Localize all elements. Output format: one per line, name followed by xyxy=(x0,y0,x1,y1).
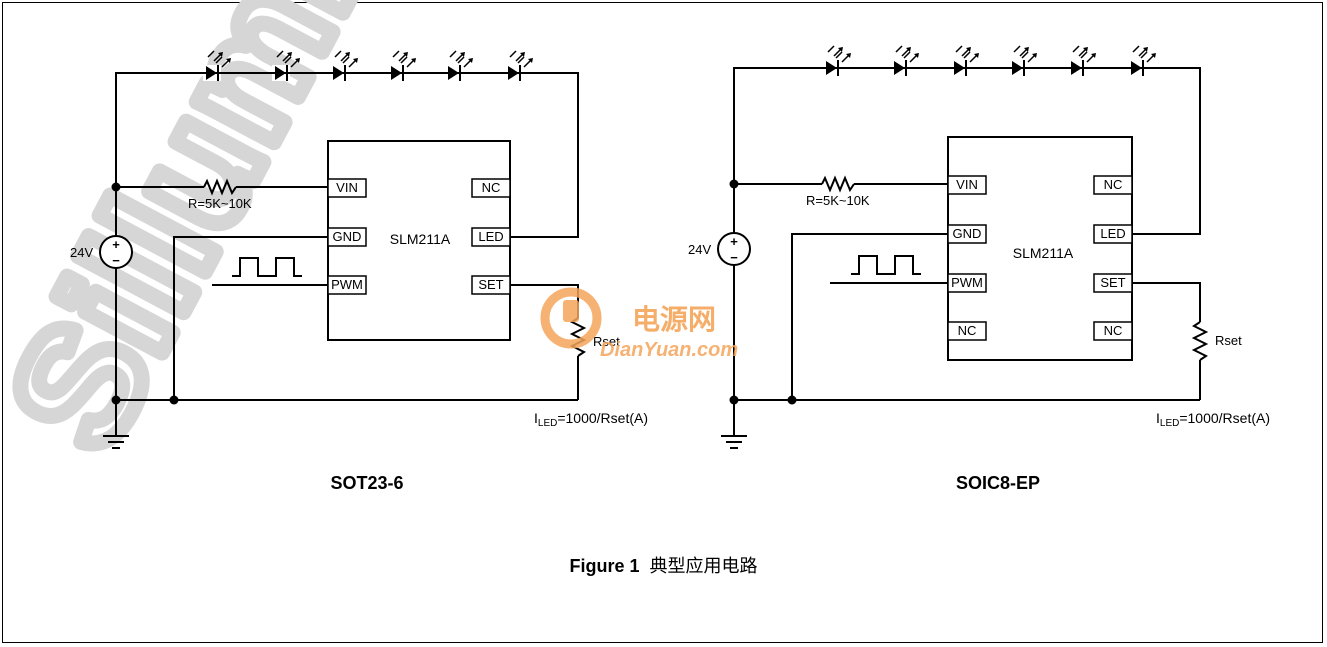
led-diode-icon xyxy=(823,45,851,76)
source-voltage: 24V xyxy=(70,245,93,260)
caption-text: 典型应用电路 xyxy=(649,556,758,577)
source-voltage: 24V xyxy=(688,242,711,257)
iled-formula: ILED=1000/Rset(A) xyxy=(1156,410,1270,429)
pin-set: SET xyxy=(478,277,503,292)
voltage-source-icon xyxy=(99,235,133,269)
pwm-waveform xyxy=(232,257,302,277)
pin-box xyxy=(1093,175,1133,195)
chip-name: SLM211A xyxy=(390,231,451,247)
pin-gnd: GND xyxy=(333,229,362,244)
pin-vin: VIN xyxy=(956,177,978,192)
led-diode-icon xyxy=(1009,45,1037,76)
pin-box xyxy=(1093,321,1133,341)
junction-dot xyxy=(729,179,739,189)
pin-box xyxy=(327,275,367,295)
pin-led: LED xyxy=(478,229,503,244)
led-diode-icon xyxy=(891,45,919,76)
led-rail xyxy=(115,72,579,238)
pin-gnd: GND xyxy=(953,226,982,241)
pin-vin: VIN xyxy=(336,180,358,195)
led-string xyxy=(823,45,1156,76)
pin-nc: NC xyxy=(482,180,501,195)
resistor-r xyxy=(203,178,237,196)
led-diode-icon xyxy=(388,50,416,81)
pin-led: LED xyxy=(1100,226,1125,241)
led-diode-icon xyxy=(272,50,300,81)
junction-dot xyxy=(729,395,739,405)
led-string xyxy=(203,50,533,81)
pin-nc: NC xyxy=(958,323,977,338)
pin-box xyxy=(947,321,987,341)
pin-box xyxy=(327,178,367,198)
voltage-source-icon xyxy=(717,232,751,266)
pin-nc: NC xyxy=(1104,323,1123,338)
dianyuan-logo: 电源网 DianYuan.com xyxy=(540,287,738,361)
led-diode-icon xyxy=(1128,45,1156,76)
logo-en-text: DianYuan.com xyxy=(600,339,738,361)
junction-dot xyxy=(111,182,121,192)
resistor-rset xyxy=(569,317,587,357)
led-diode-icon xyxy=(330,50,358,81)
pin-box xyxy=(471,227,511,247)
pin-box xyxy=(327,227,367,247)
led-diode-icon xyxy=(203,50,231,81)
pin-pwm: PWM xyxy=(331,277,363,292)
plug-logo-icon xyxy=(540,287,602,349)
resistor-label: R=5K~10K xyxy=(188,196,252,211)
rset-label: Rset xyxy=(1215,333,1242,348)
led-diode-icon xyxy=(445,50,473,81)
source-plus: + xyxy=(112,237,120,252)
pin-box xyxy=(1093,273,1133,293)
circuit-soic8 xyxy=(721,67,1209,449)
resistor-r xyxy=(821,175,855,193)
pin-nc: NC xyxy=(1104,177,1123,192)
chip-name: SLM211A xyxy=(1013,245,1074,261)
caption-figure-number: Figure 1 xyxy=(569,556,640,576)
junction-dot xyxy=(787,395,797,405)
pwm-waveform xyxy=(851,255,921,275)
junction-dot xyxy=(169,395,179,405)
led-rail xyxy=(733,67,1201,235)
pin-box xyxy=(471,275,511,295)
rset-label: Rset xyxy=(593,334,620,349)
source-plus: + xyxy=(730,234,738,249)
circuit-sot23 xyxy=(103,72,587,449)
pin-box xyxy=(947,273,987,293)
figure-caption: Figure 1 典型应用电路 xyxy=(0,552,1327,578)
logo-cn-text: 电源网 xyxy=(632,303,716,336)
led-diode-icon xyxy=(505,50,533,81)
led-diode-icon xyxy=(1068,45,1096,76)
pin-box xyxy=(1093,224,1133,244)
source-minus: − xyxy=(112,253,120,268)
resistor-rset xyxy=(1191,321,1209,361)
pin-box xyxy=(947,224,987,244)
led-diode-icon xyxy=(951,45,979,76)
source-minus: − xyxy=(730,250,738,265)
package-label: SOIC8-EP xyxy=(956,473,1040,493)
pin-box xyxy=(947,175,987,195)
pin-pwm: PWM xyxy=(951,275,983,290)
pin-box xyxy=(471,178,511,198)
chip-body xyxy=(947,136,1133,361)
junction-dot xyxy=(111,395,121,405)
resistor-label: R=5K~10K xyxy=(806,193,870,208)
pin-set: SET xyxy=(1100,275,1125,290)
package-label: SOT23-6 xyxy=(330,473,403,493)
iled-formula: ILED=1000/Rset(A) xyxy=(534,410,648,429)
